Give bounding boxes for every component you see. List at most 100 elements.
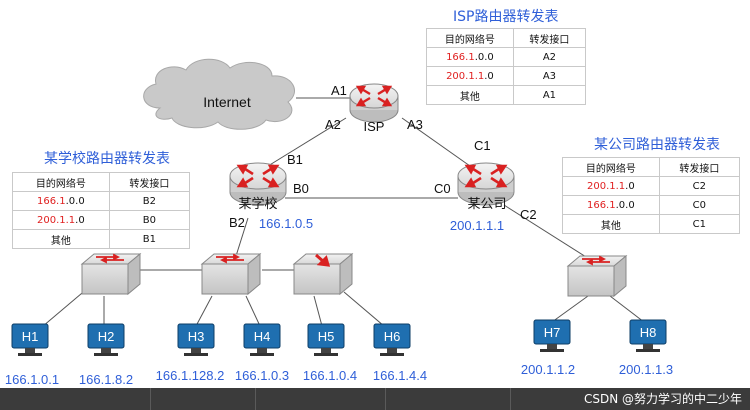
- iface-c0: C0: [434, 181, 451, 196]
- link-hub-h6: [343, 291, 385, 327]
- header-iface: 转发接口: [512, 28, 587, 48]
- switch-1: [80, 252, 142, 296]
- net-red: 200.1.1: [446, 70, 485, 82]
- host-name: H2: [98, 329, 115, 344]
- host-name: H1: [22, 329, 39, 344]
- company-table-title: 某公司路由器转发表: [594, 137, 720, 153]
- cell-net: 200.1.1.0: [426, 66, 514, 86]
- switch-4: [566, 254, 628, 298]
- net-rest: .0: [484, 70, 494, 82]
- link-isp-school: [267, 117, 347, 167]
- hosts: H1 H2 H3 H4 H5: [11, 319, 667, 356]
- net-red: 166.1: [36, 195, 66, 207]
- router-school: [229, 162, 287, 206]
- iface-b1: B1: [287, 152, 303, 167]
- cell-iface: C2: [658, 176, 741, 196]
- host-ip-h6: 166.1.4.4: [373, 368, 427, 383]
- router-isp-name: ISP: [364, 119, 385, 134]
- router-school-ip: 166.1.0.5: [259, 216, 313, 231]
- table-row: 200.1.1.0 A3: [426, 66, 587, 86]
- host-h3: H3: [177, 323, 215, 356]
- host-ips: 166.1.0.1 166.1.8.2 166.1.128.2 166.1.0.…: [5, 362, 673, 387]
- strip-divider: [510, 388, 511, 410]
- link-switch4-h8: [609, 295, 645, 323]
- net-rest: 其他: [50, 235, 71, 247]
- host-name: H4: [254, 329, 271, 344]
- host-name: H7: [544, 325, 561, 340]
- isp-table-title: ISP路由器转发表: [453, 9, 559, 25]
- host-ip-h2: 166.1.8.2: [79, 372, 133, 387]
- cell-iface: B0: [108, 210, 191, 230]
- host-h1: H1: [11, 323, 49, 356]
- iface-b0: B0: [293, 181, 309, 196]
- cell-iface: B1: [108, 229, 191, 249]
- net-red: 200.1.1: [36, 214, 76, 226]
- switch-arrows-icon: [96, 253, 124, 264]
- host-h7: H7: [533, 319, 571, 352]
- cell-iface: C0: [658, 195, 741, 215]
- iface-b2: B2: [229, 215, 245, 230]
- links: [35, 97, 645, 333]
- cell-net: 166.1.0.0: [562, 195, 660, 215]
- router-company-ip: 200.1.1.1: [450, 218, 504, 233]
- header-net: 目的网络号: [562, 157, 660, 177]
- table-row: 200.1.1.0 B0: [12, 210, 191, 230]
- school-forwarding-table: 目的网络号 转发接口 166.1.0.0 B2 200.1.1.0 B0 其他 …: [12, 172, 191, 249]
- cell-net: 其他: [426, 85, 514, 105]
- company-forwarding-table: 目的网络号 转发接口 200.1.1.0 C2 166.1.0.0 C0 其他 …: [562, 157, 741, 234]
- csdn-watermark: CSDN @努力学习的中二少年: [583, 392, 742, 406]
- net-red: 166.1: [446, 51, 475, 63]
- iface-a2: A2: [325, 117, 341, 132]
- link-isp-company: [401, 117, 471, 167]
- table-row: 166.1.0.0 A2: [426, 47, 587, 67]
- table-row: 166.1.0.0 B2: [12, 191, 191, 211]
- host-h8: H8: [629, 319, 667, 352]
- iface-a3: A3: [407, 117, 423, 132]
- cell-iface: C1: [658, 214, 741, 234]
- router-isp: [349, 83, 399, 123]
- cell-iface: A2: [512, 47, 587, 67]
- host-ip-h5: 166.1.0.4: [303, 368, 357, 383]
- internet-cloud: Internet: [143, 58, 295, 130]
- iface-c2: C2: [520, 207, 537, 222]
- cell-net: 其他: [562, 214, 660, 234]
- link-school-switch2: [235, 217, 249, 257]
- header-net: 目的网络号: [426, 28, 514, 48]
- table-row: 166.1.0.0 C0: [562, 195, 741, 215]
- net-red: 166.1: [586, 199, 616, 211]
- host-name: H6: [384, 329, 401, 344]
- host-ip-h4: 166.1.0.3: [235, 368, 289, 383]
- school-table-title: 某学校路由器转发表: [44, 151, 170, 167]
- cell-net: 200.1.1.0: [562, 176, 660, 196]
- host-name: H8: [640, 325, 657, 340]
- header-net: 目的网络号: [12, 172, 110, 192]
- table-header-row: 目的网络号 转发接口: [562, 157, 741, 177]
- host-name: H5: [318, 329, 335, 344]
- net-rest: .0.0: [65, 195, 85, 207]
- header-iface: 转发接口: [658, 157, 741, 177]
- iface-c1: C1: [474, 138, 491, 153]
- cell-net: 200.1.1.0: [12, 210, 110, 230]
- table-header-row: 目的网络号 转发接口: [426, 28, 587, 48]
- router-company: [457, 162, 515, 206]
- host-h2: H2: [87, 323, 125, 356]
- interface-labels: A1 A2 A3 B1 B0 B2 C1 C0 C2: [229, 83, 537, 230]
- link-switch2-h4: [245, 295, 261, 327]
- table-row: 200.1.1.0 C2: [562, 176, 741, 196]
- host-h6: H6: [373, 323, 411, 356]
- router-arrows-icon: [355, 85, 393, 107]
- net-rest: .0: [75, 214, 85, 226]
- host-ip-h1: 166.1.0.1: [5, 372, 59, 387]
- table-row: 其他 C1: [562, 214, 741, 234]
- router-arrows-icon: [464, 164, 508, 188]
- cell-net: 166.1.0.0: [12, 191, 110, 211]
- host-ip-h3: 166.1.128.2: [156, 368, 225, 383]
- hub: [292, 252, 354, 296]
- hub-arrow-icon: [315, 253, 331, 267]
- net-rest: .0: [625, 180, 635, 192]
- table-row: 其他 B1: [12, 229, 191, 249]
- switch-arrows-icon: [216, 253, 244, 264]
- router-arrows-icon: [236, 164, 280, 188]
- internet-label: Internet: [203, 94, 251, 110]
